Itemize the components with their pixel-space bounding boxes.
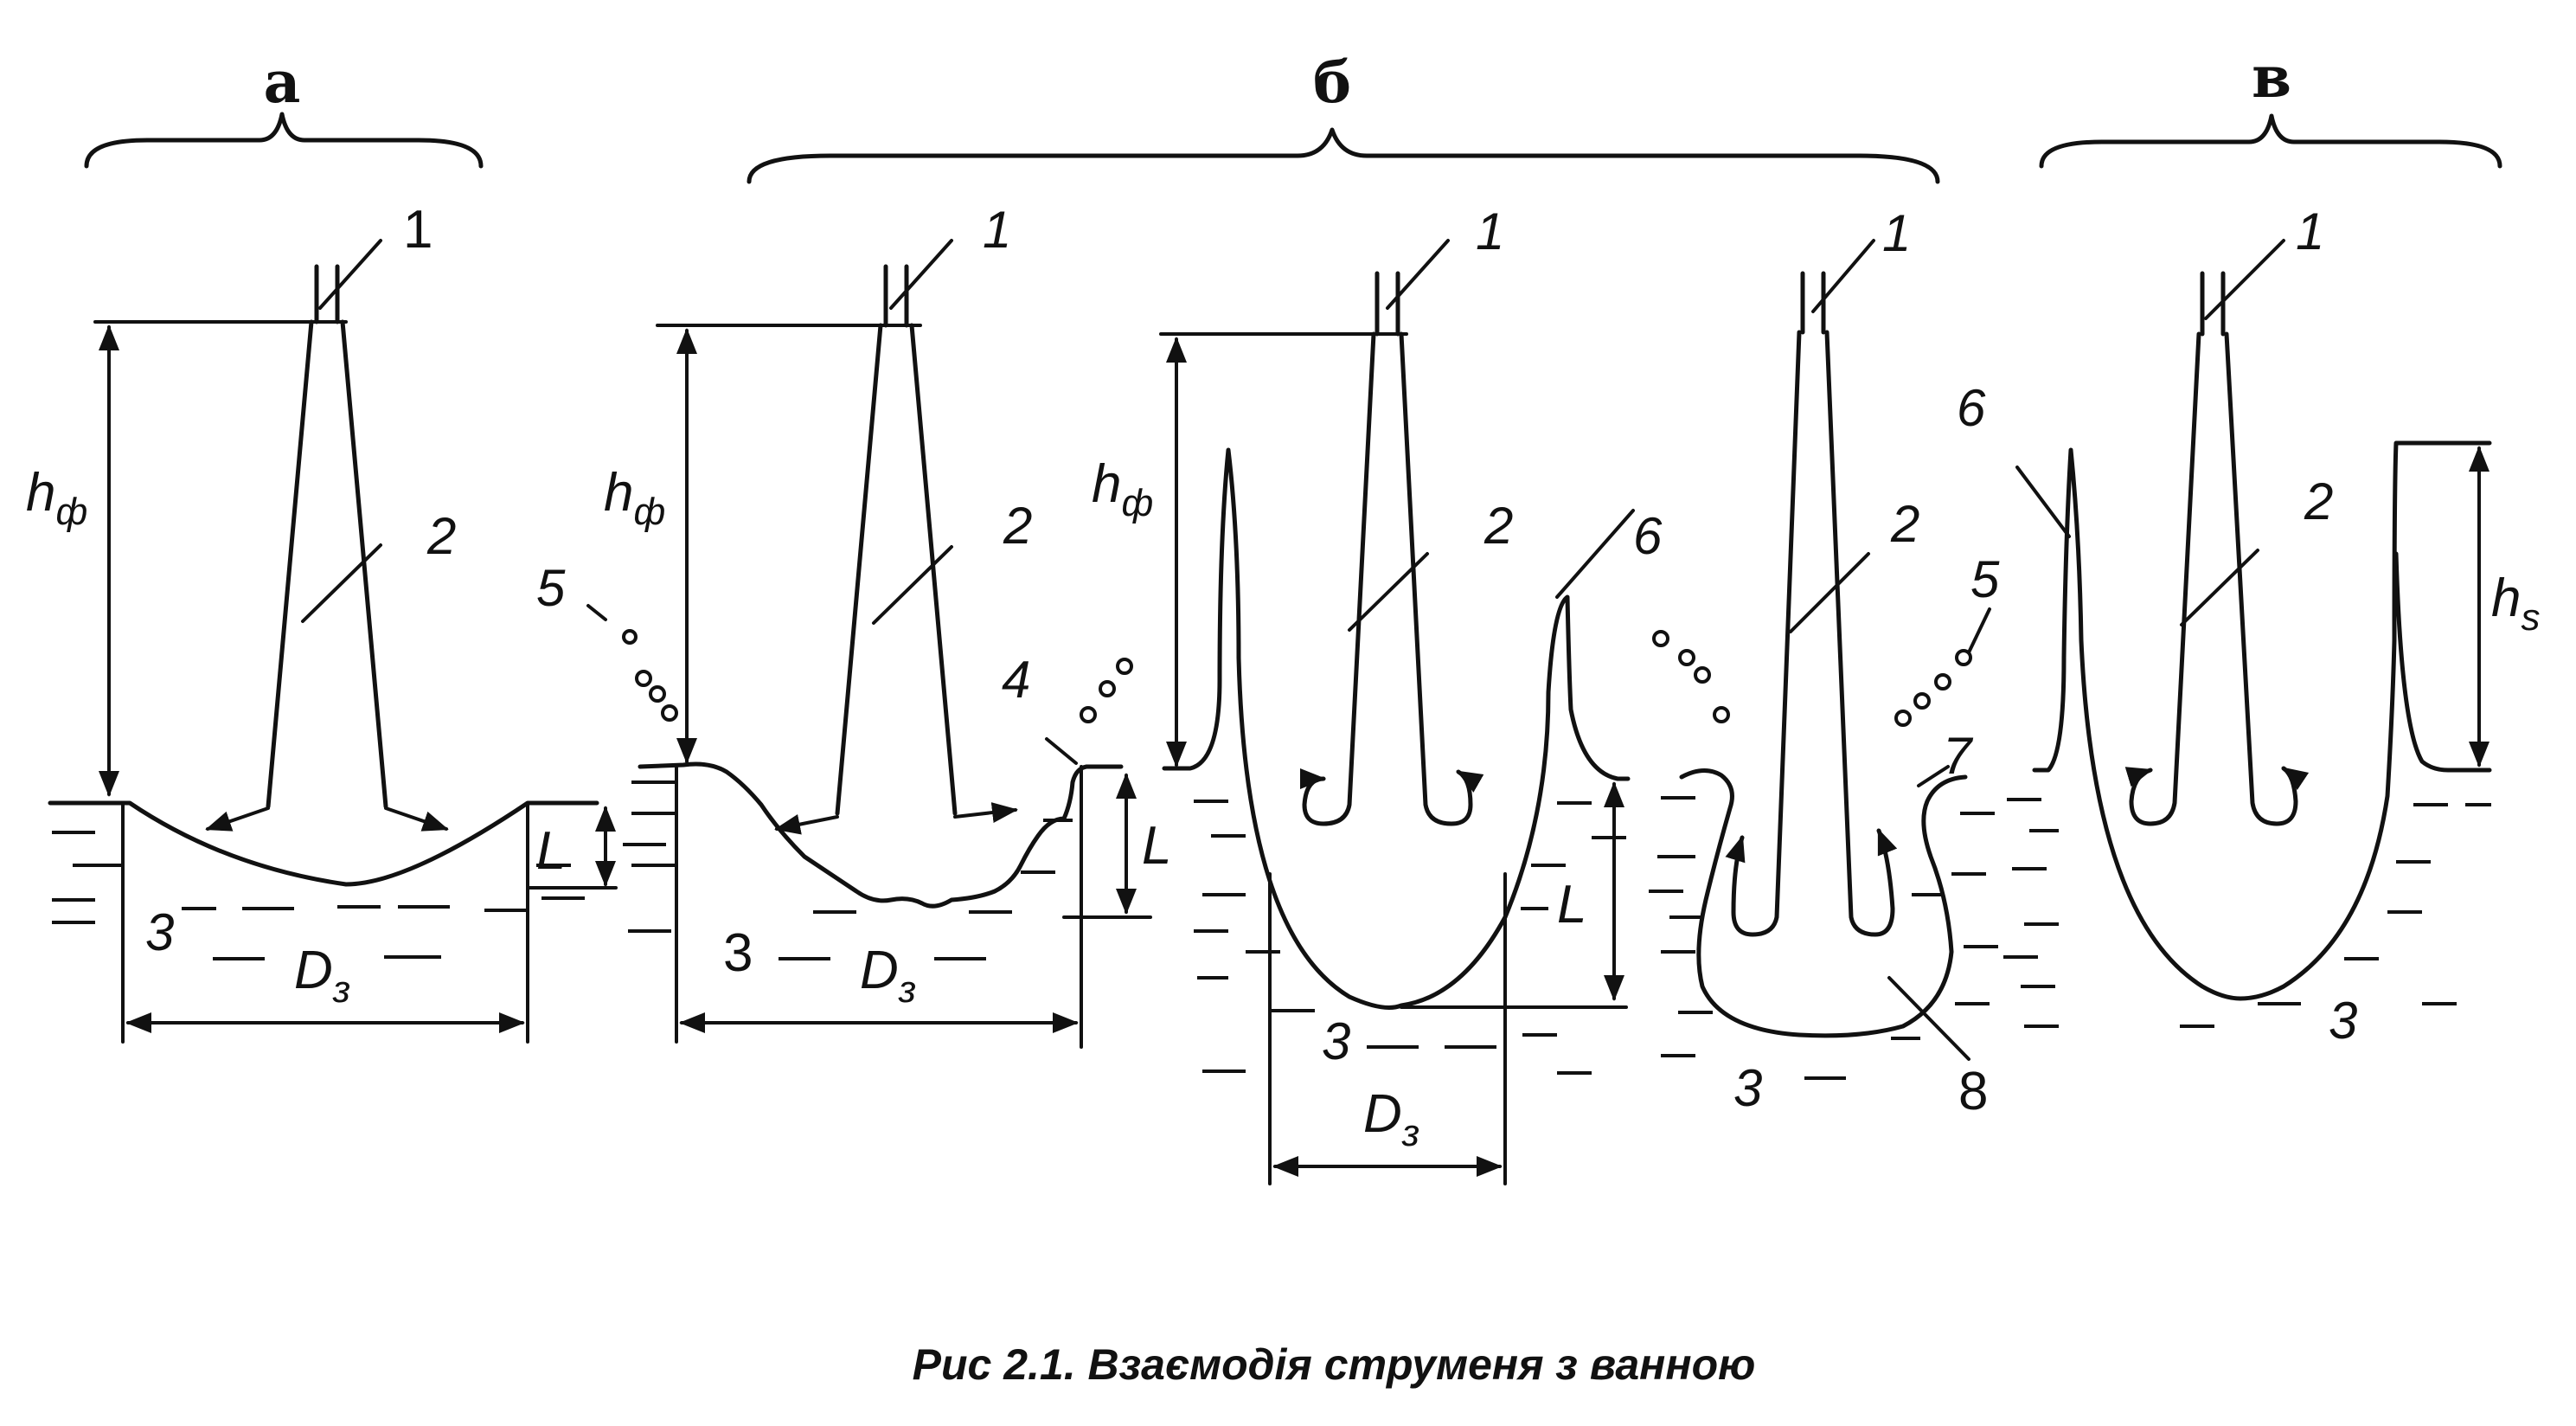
leader-7-b3 xyxy=(1917,765,1950,787)
label-2-a: 2 xyxy=(426,507,456,565)
label-6-b2: 6 xyxy=(1633,507,1663,565)
label-1-b2: 1 xyxy=(1476,202,1504,260)
label-3-c: 3 xyxy=(2329,992,2357,1050)
label-1-a: 1 xyxy=(403,200,433,260)
label-3-a: 3 xyxy=(145,903,174,961)
label-D-a: Dз xyxy=(294,941,350,1011)
jet-edge-right-b1 xyxy=(909,323,958,816)
leader-1-a xyxy=(318,239,382,310)
panel-label-b: б xyxy=(1313,48,1351,116)
label-6-c: 6 xyxy=(1957,379,1986,437)
leader-1-c xyxy=(2204,239,2285,320)
splash-droplets-left-b1 xyxy=(622,629,678,722)
lance-b3 xyxy=(1800,271,1826,335)
label-1-c: 1 xyxy=(2296,202,2324,260)
leader-2-c xyxy=(2180,549,2259,626)
flow-arrow-left-a xyxy=(205,806,270,832)
panel-b1: 1 2 hф L Dз 3 5 4 xyxy=(536,201,1171,1049)
panel-brace-c xyxy=(2039,113,2502,169)
label-3-b1: 3 xyxy=(723,923,753,983)
crater-surface-a xyxy=(48,800,599,887)
label-2-b2: 2 xyxy=(1483,497,1513,555)
lance-b2 xyxy=(1375,271,1400,337)
label-3-b2: 3 xyxy=(1322,1012,1350,1070)
label-D-b2: Dз xyxy=(1363,1084,1419,1154)
panel-a: 1 2 hф L Dз 3 xyxy=(26,200,618,1044)
label-hs-c: hs xyxy=(2491,568,2540,639)
leader-6-c xyxy=(2015,466,2071,538)
jet-edge-left-a xyxy=(266,319,314,809)
label-hf-b1: hф xyxy=(604,463,665,533)
jet-edge-right-b3 xyxy=(1824,330,1898,937)
jet-edge-left-b3 xyxy=(1725,330,1802,937)
leader-5-b1 xyxy=(586,604,607,621)
lance-a xyxy=(314,264,340,324)
leader-8-b3 xyxy=(1887,976,1970,1061)
leader-1-b1 xyxy=(889,239,953,310)
crater-surface-b1 xyxy=(638,761,1124,909)
splash-droplets-right-b3 xyxy=(1894,649,1972,727)
leader-2-a xyxy=(301,543,382,623)
panel-label-c: в xyxy=(2252,43,2291,111)
leader-2-b3 xyxy=(1789,552,1870,633)
cavity-outline-b3 xyxy=(1679,768,1968,1038)
leader-2-b2 xyxy=(1348,552,1429,632)
label-4-b1: 4 xyxy=(1002,651,1030,709)
panel-b2: 1 2 hф 6 L Dз 3 xyxy=(1092,202,1663,1185)
leader-6-b2 xyxy=(1555,509,1635,599)
flow-arrow-right-a xyxy=(384,806,449,832)
panel-brace-a xyxy=(84,112,484,169)
leader-1-b3 xyxy=(1811,239,1875,313)
jet-edge-right-a xyxy=(340,319,388,809)
flow-arrow-left-b1 xyxy=(774,813,839,835)
figure-caption: Рис 2.1. Взаємодія струменя з ванною xyxy=(913,1340,1756,1389)
label-2-c: 2 xyxy=(2304,472,2333,530)
label-D-b1: Dз xyxy=(860,941,916,1011)
bath-dashes-b2 xyxy=(1194,800,1626,1075)
label-2-b3: 2 xyxy=(1890,495,1919,553)
panel-c: 1 2 6 hs 3 xyxy=(1957,202,2540,1050)
cavity-outline-b2 xyxy=(1162,447,1631,1010)
label-7-b3: 7 xyxy=(1943,727,1974,785)
label-L-b1: L xyxy=(1142,816,1171,876)
jet-edge-right-b2 xyxy=(1399,331,1484,826)
label-5-b3: 5 xyxy=(1970,550,2000,608)
lance-c xyxy=(2200,271,2226,337)
jet-edge-left-b1 xyxy=(835,323,883,816)
bath-dashes-b1 xyxy=(623,780,1073,960)
splash-droplets-left-b3 xyxy=(1652,630,1730,723)
jet-edge-left-b2 xyxy=(1299,331,1376,826)
flow-arrow-right-b1 xyxy=(953,802,1018,823)
bath-dashes-c xyxy=(2003,798,2491,1028)
label-L-b2: L xyxy=(1557,875,1586,935)
jet-edge-right-c xyxy=(2224,331,2310,826)
splash-droplets-right-b1 xyxy=(1080,658,1133,723)
label-hf-b2: hф xyxy=(1092,454,1153,524)
leader-5-b3 xyxy=(1967,607,1991,654)
label-L-a: L xyxy=(536,821,566,881)
panel-b3: 1 2 5 7 8 3 xyxy=(1649,204,2000,1121)
lance-b1 xyxy=(883,264,909,328)
leader-2-b1 xyxy=(872,545,953,625)
jet-edge-left-c xyxy=(2124,331,2201,826)
panel-label-a: а xyxy=(264,48,301,116)
bath-dashes-b3 xyxy=(1649,796,1998,1080)
label-5-b1: 5 xyxy=(536,559,566,617)
panel-brace-b xyxy=(747,127,1940,184)
label-8-b3: 8 xyxy=(1958,1062,1988,1121)
label-1-b3: 1 xyxy=(1882,204,1911,262)
leader-4-b1 xyxy=(1045,737,1078,765)
label-1-b1: 1 xyxy=(983,201,1011,259)
label-3-b3: 3 xyxy=(1733,1059,1762,1117)
cavity-outline-c xyxy=(2032,440,2492,1001)
leader-1-b2 xyxy=(1386,239,1450,310)
label-2-b1: 2 xyxy=(1003,497,1032,555)
bath-dashes-a xyxy=(52,831,585,960)
label-hf-a: hф xyxy=(26,463,87,533)
